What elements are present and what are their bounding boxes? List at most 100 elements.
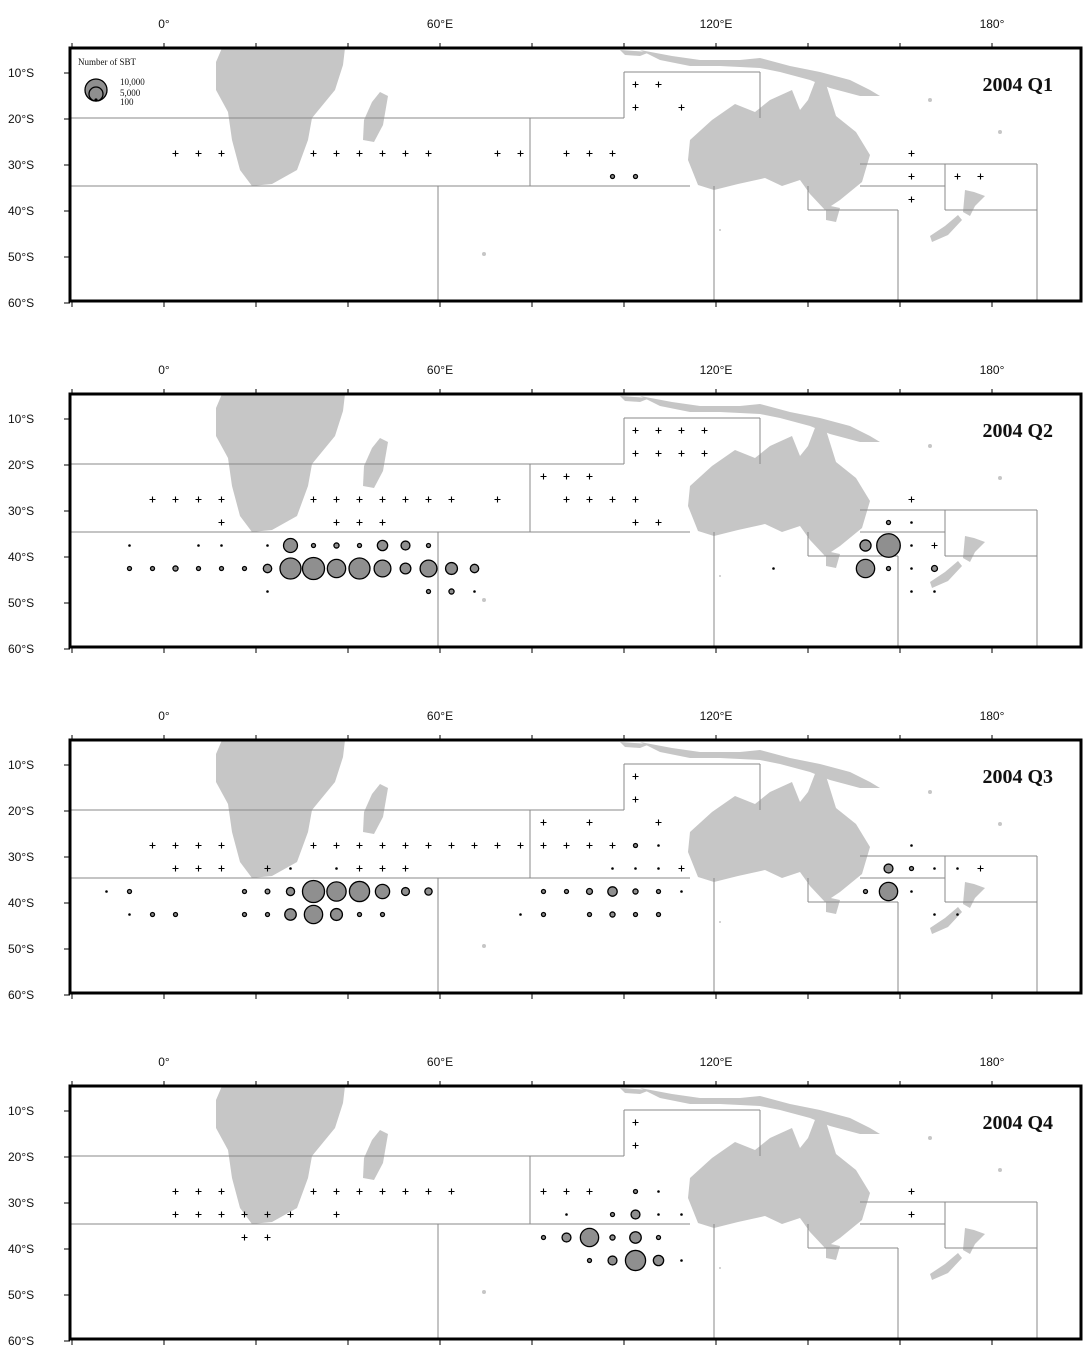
latitude-label: 60°S bbox=[8, 642, 34, 656]
catch-circle bbox=[241, 888, 248, 895]
legend-entry: 5,000 bbox=[120, 88, 141, 98]
longitude-label: 60°E bbox=[427, 709, 453, 723]
longitude-label: 120°E bbox=[700, 709, 733, 723]
catch-dot bbox=[910, 544, 913, 547]
catch-dot bbox=[266, 590, 269, 593]
latitude-label: 30°S bbox=[8, 504, 34, 518]
catch-dot bbox=[910, 590, 913, 593]
effort-cross bbox=[402, 150, 409, 157]
effort-cross bbox=[494, 150, 501, 157]
effort-cross bbox=[310, 150, 317, 157]
longitude-label: 0° bbox=[158, 363, 170, 377]
catch-circle bbox=[425, 588, 432, 595]
catch-circle bbox=[301, 879, 326, 904]
catch-circle bbox=[374, 883, 391, 900]
catch-dot bbox=[657, 844, 660, 847]
catch-circle bbox=[326, 558, 347, 579]
catch-circle bbox=[585, 887, 594, 896]
effort-cross bbox=[356, 519, 363, 526]
effort-cross bbox=[402, 865, 409, 872]
catch-circle bbox=[284, 908, 297, 921]
catch-circle bbox=[333, 542, 340, 549]
effort-cross bbox=[172, 1188, 179, 1195]
longitude-label: 0° bbox=[158, 17, 170, 31]
effort-cross bbox=[632, 496, 639, 503]
effort-cross bbox=[540, 819, 547, 826]
effort-cross bbox=[264, 865, 271, 872]
effort-cross bbox=[908, 496, 915, 503]
effort-cross bbox=[218, 842, 225, 849]
effort-cross bbox=[195, 842, 202, 849]
latitude-label: 30°S bbox=[8, 158, 34, 172]
land-shapes bbox=[216, 48, 1002, 256]
catch-dot bbox=[128, 913, 131, 916]
latitude-label: 40°S bbox=[8, 204, 34, 218]
effort-cross bbox=[402, 496, 409, 503]
effort-cross bbox=[908, 173, 915, 180]
catch-circle bbox=[425, 542, 432, 549]
catch-circle bbox=[908, 865, 915, 872]
catch-dot bbox=[105, 890, 108, 893]
catch-dot bbox=[933, 913, 936, 916]
catch-dot bbox=[220, 544, 223, 547]
longitude-label: 60°E bbox=[427, 17, 453, 31]
effort-cross bbox=[402, 1188, 409, 1195]
effort-cross bbox=[678, 865, 685, 872]
catch-circle bbox=[264, 888, 271, 895]
legend-entry: 100 bbox=[120, 97, 134, 107]
effort-cross bbox=[977, 173, 984, 180]
effort-cross bbox=[586, 1188, 593, 1195]
catch-circle bbox=[586, 1257, 593, 1264]
catch-dot bbox=[933, 590, 936, 593]
effort-cross bbox=[218, 1211, 225, 1218]
effort-cross bbox=[149, 842, 156, 849]
effort-cross bbox=[310, 496, 317, 503]
effort-cross bbox=[333, 1211, 340, 1218]
catch-circle bbox=[264, 911, 271, 918]
latitude-label: 20°S bbox=[8, 112, 34, 126]
effort-cross bbox=[954, 173, 961, 180]
catch-circle bbox=[356, 911, 363, 918]
effort-cross bbox=[701, 450, 708, 457]
latitude-label: 60°S bbox=[8, 296, 34, 310]
longitude-label: 180° bbox=[980, 363, 1005, 377]
effort-cross bbox=[379, 519, 386, 526]
catch-circle bbox=[652, 1254, 665, 1267]
effort-cross bbox=[379, 1188, 386, 1195]
effort-cross bbox=[586, 819, 593, 826]
effort-cross bbox=[609, 150, 616, 157]
catch-circle bbox=[607, 1255, 618, 1266]
effort-cross bbox=[195, 496, 202, 503]
effort-cross bbox=[379, 150, 386, 157]
effort-cross bbox=[908, 196, 915, 203]
effort-cross bbox=[632, 427, 639, 434]
catch-circle bbox=[607, 886, 618, 897]
effort-cross bbox=[540, 842, 547, 849]
effort-cross bbox=[172, 865, 179, 872]
effort-cross bbox=[632, 81, 639, 88]
longitude-label: 180° bbox=[980, 1055, 1005, 1069]
effort-cross bbox=[517, 150, 524, 157]
latitude-label: 60°S bbox=[8, 1334, 34, 1348]
catch-circle bbox=[630, 1209, 641, 1220]
effort-cross bbox=[931, 542, 938, 549]
catch-circle bbox=[469, 563, 480, 574]
effort-cross bbox=[356, 1188, 363, 1195]
effort-cross bbox=[632, 1142, 639, 1149]
effort-cross bbox=[172, 1211, 179, 1218]
catch-dot bbox=[657, 1213, 660, 1216]
latitude-label: 30°S bbox=[8, 850, 34, 864]
longitude-label: 0° bbox=[158, 1055, 170, 1069]
latitude-label: 60°S bbox=[8, 988, 34, 1002]
catch-dot bbox=[910, 844, 913, 847]
catch-circle bbox=[218, 565, 225, 572]
latitude-label: 50°S bbox=[8, 250, 34, 264]
effort-cross bbox=[218, 496, 225, 503]
catch-circle bbox=[632, 173, 639, 180]
effort-cross bbox=[379, 865, 386, 872]
catch-circle bbox=[279, 557, 302, 580]
catch-circle bbox=[563, 888, 570, 895]
effort-cross bbox=[425, 150, 432, 157]
legend-entry: 10,000 bbox=[120, 77, 145, 87]
